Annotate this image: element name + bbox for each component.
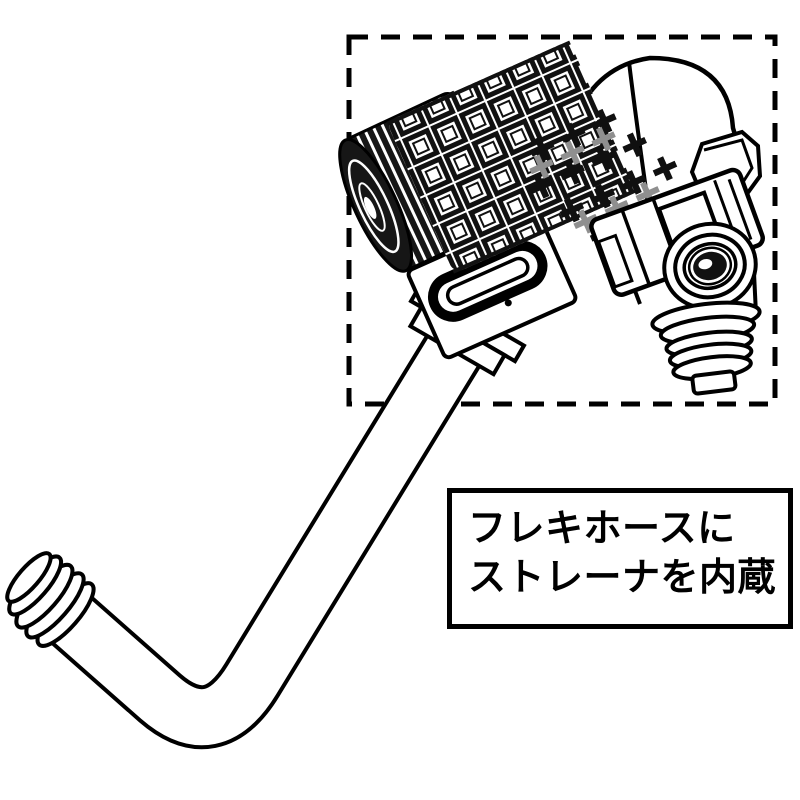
highlight-dashed-box — [346, 34, 778, 407]
threaded-outlet — [650, 300, 762, 396]
oval-slot — [428, 240, 548, 322]
outlet-tip — [690, 369, 738, 396]
hose-end-rings — [5, 551, 96, 648]
callout-box: フレキホースに ストレーナを内蔵 — [447, 488, 793, 629]
hose-coupling — [406, 212, 578, 377]
side-port — [662, 221, 758, 311]
strainer-pins — [529, 108, 678, 247]
callout-line-2: ストレーナを内蔵 — [468, 557, 777, 599]
flex-hose — [36, 331, 483, 750]
callout-line-1: フレキホースに — [468, 508, 736, 550]
